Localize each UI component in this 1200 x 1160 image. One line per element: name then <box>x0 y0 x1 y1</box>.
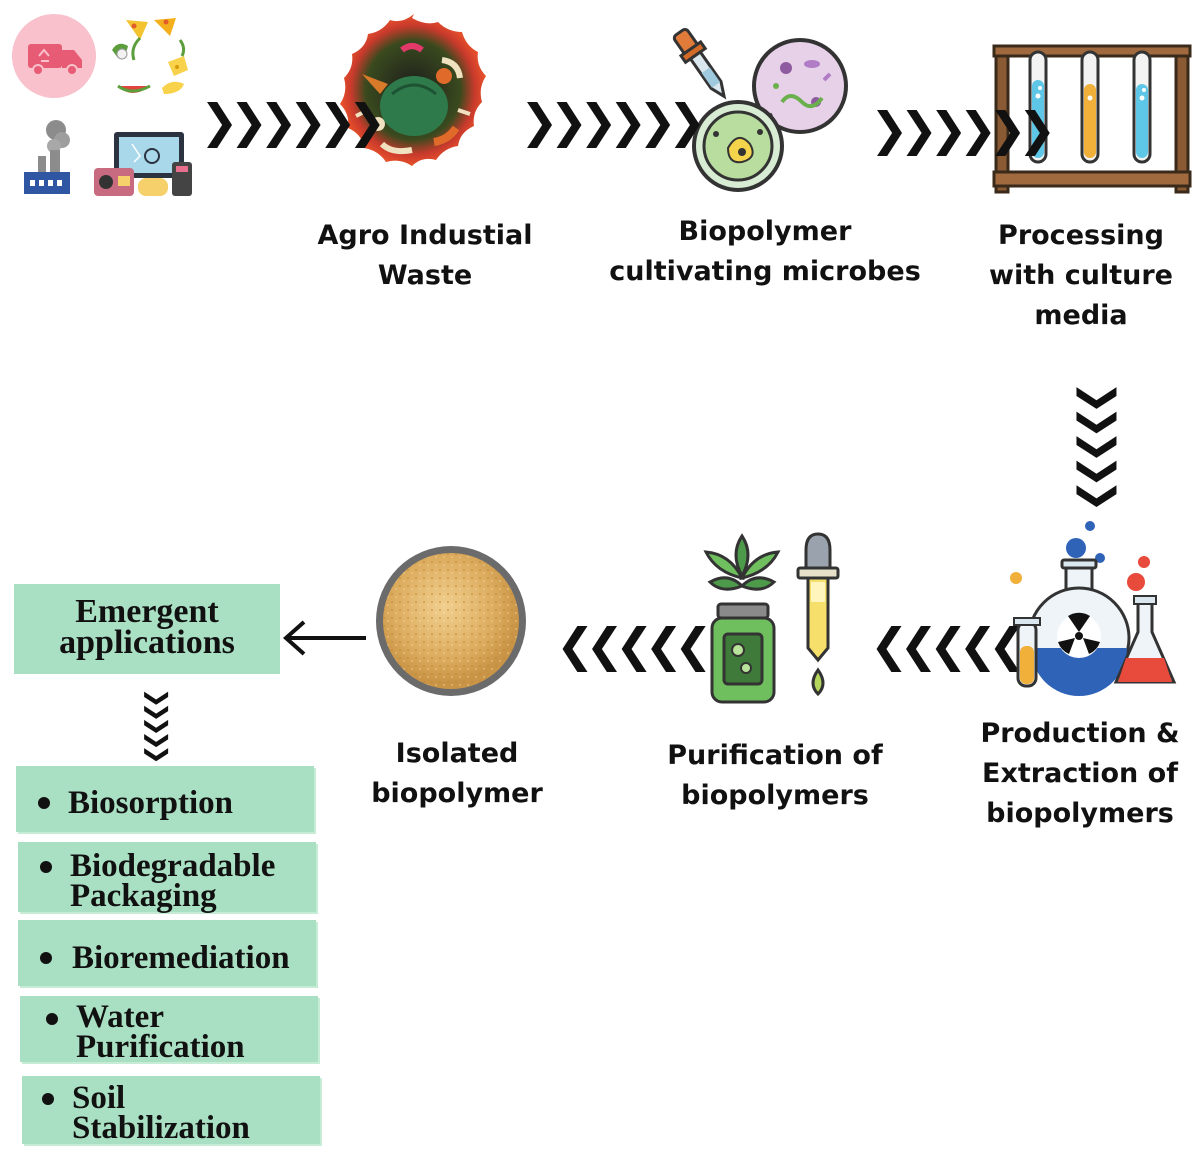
application-item-packaging: Biodegradable Packaging <box>18 842 316 913</box>
organic-waste-circle-icon <box>340 14 486 166</box>
dropper-jar-leaf-icon <box>703 532 840 704</box>
test-tubes-rack-icon <box>992 44 1192 194</box>
chemistry-flasks-icon <box>1010 521 1177 696</box>
caption-processing: Processing with culture media <box>989 220 1173 331</box>
caption-purification: Purification of biopolymers <box>667 740 883 811</box>
flow-arrow-2: ❯❯❯❯❯❯ <box>520 94 706 148</box>
application-item-biosorption: Biosorption <box>16 766 314 832</box>
bullet-icon <box>38 797 50 809</box>
flow-arrow-down-2: ❯❯❯❯❯ <box>144 688 172 759</box>
bullet-icon <box>40 861 52 873</box>
bullet-icon <box>42 1093 54 1105</box>
recycle-truck-icon <box>12 14 96 98</box>
applications-title-line-2: applications <box>59 624 235 661</box>
bullet-icon <box>46 1013 58 1025</box>
flow-arrow-down-1: ❯❯❯❯❯ <box>1076 381 1122 504</box>
food-waste-icon <box>112 18 188 94</box>
application-item-water: Water Purification <box>20 996 318 1064</box>
applications-title-box: Emergent applications <box>14 584 280 674</box>
factory-icon <box>24 120 70 194</box>
biopolymer-powder-icon <box>376 546 526 696</box>
caption-production: Production & Extraction of biopolymers <box>980 718 1180 829</box>
petri-dish-microbes-icon <box>672 27 848 192</box>
flow-arrow-3: ❯❯❯❯❯❯ <box>870 102 1056 156</box>
arrow-to-applications <box>282 620 366 656</box>
caption-isolated: Isolated biopolymer <box>371 738 543 809</box>
application-item-bioremediation: Bioremediation <box>18 920 316 986</box>
caption-microbes: Biopolymer cultivating microbes <box>609 216 921 287</box>
flow-arrow-1: ❯❯❯❯❯❯ <box>200 94 386 148</box>
caption-agro-waste: Agro Industial Waste <box>317 220 533 291</box>
bullet-icon <box>40 952 52 964</box>
application-item-soil: Soil Stabilization <box>22 1076 320 1145</box>
waste-sources-group <box>0 0 200 200</box>
applications-title-line-1: Emergent <box>75 593 219 630</box>
e-waste-icon <box>94 132 192 196</box>
